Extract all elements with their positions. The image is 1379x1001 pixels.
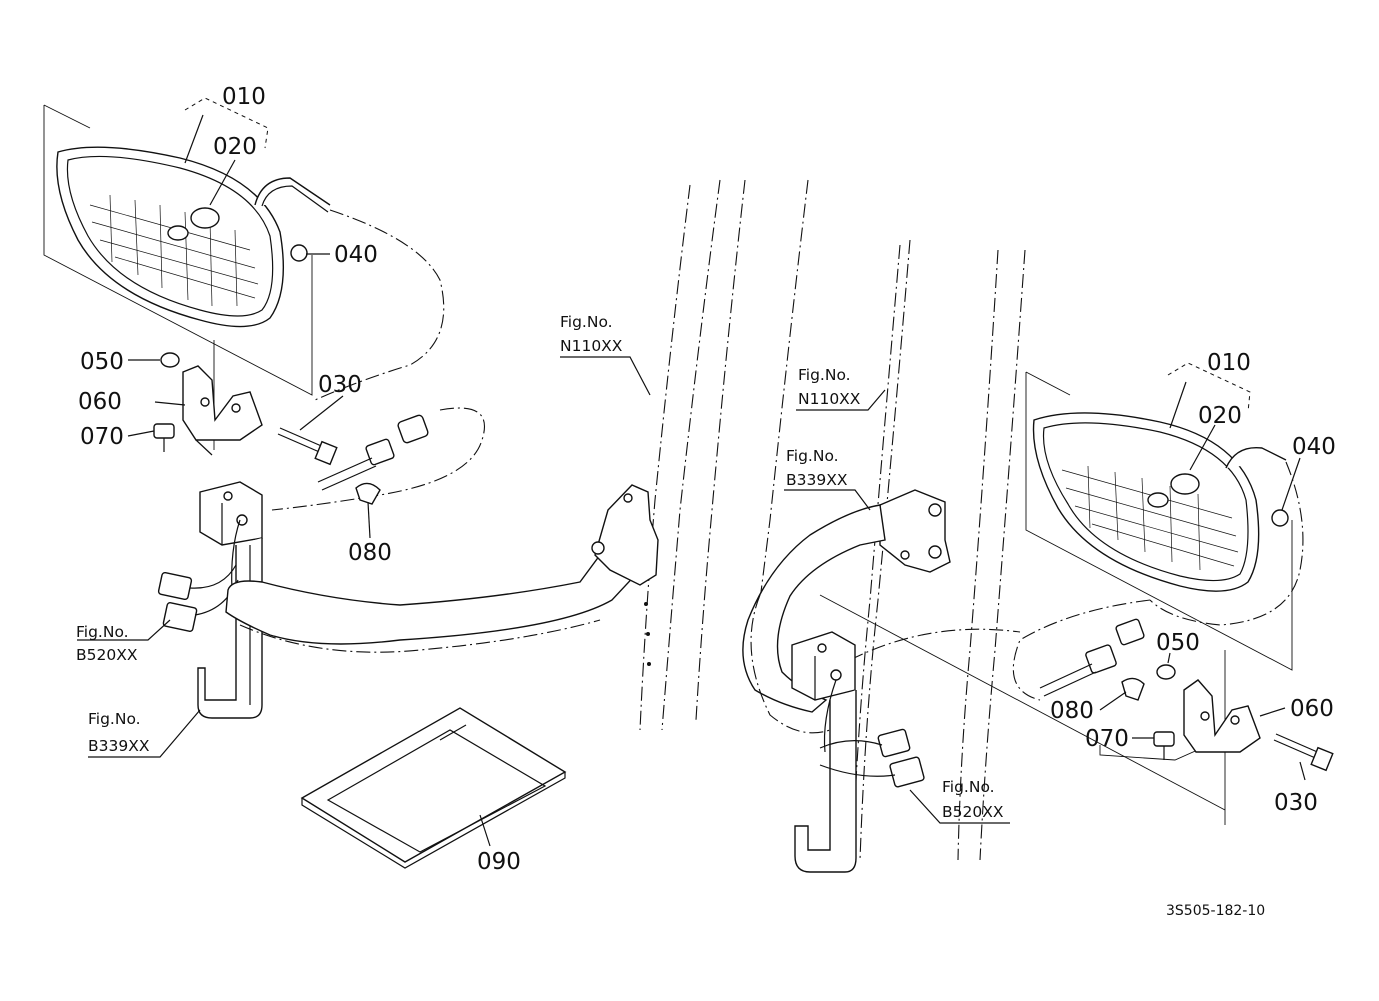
callout-left-040: 040 xyxy=(334,242,378,268)
left-bolt-070 xyxy=(153,423,175,452)
callout-090: 090 xyxy=(477,849,521,875)
ref-right-b520-line1: Fig.No. xyxy=(942,778,995,796)
callout-left-010: 010 xyxy=(222,84,266,110)
right-bracket-060 xyxy=(1183,679,1261,753)
ref-right-b520-line2: B520XX xyxy=(942,803,1004,821)
callout-left-050: 050 xyxy=(80,349,124,375)
drawing-code: 3S505-182-10 xyxy=(1166,903,1265,919)
cab-pillar-right xyxy=(851,239,1026,861)
pillar-holes xyxy=(644,602,651,666)
callout-left-020: 020 xyxy=(213,134,257,160)
callout-left-030: 030 xyxy=(318,372,362,398)
cab-pillar-center xyxy=(591,179,809,731)
ref-left-b339-line1: Fig.No. xyxy=(88,710,141,728)
left-bracket-060 xyxy=(182,365,263,456)
callout-right-080: 080 xyxy=(1050,698,1094,724)
callout-right-070: 070 xyxy=(1085,726,1129,752)
right-lamp-assembly xyxy=(819,371,1334,825)
right-nut-050 xyxy=(1156,664,1176,680)
callout-right-060: 060 xyxy=(1290,696,1334,722)
right-harness-connectors xyxy=(819,679,925,788)
callout-right-030: 030 xyxy=(1274,790,1318,816)
right-star-washer-040 xyxy=(1271,509,1289,527)
left-stay-b339 xyxy=(197,538,263,719)
callout-left-070: 070 xyxy=(80,424,124,450)
ref-left-b339-line2: B339XX xyxy=(88,737,150,755)
right-work-lamp xyxy=(1032,412,1287,592)
ref-right-b339-line1: Fig.No. xyxy=(786,447,839,465)
callout-right-040: 040 xyxy=(1292,434,1336,460)
callout-left-080: 080 xyxy=(348,540,392,566)
callout-right-020: 020 xyxy=(1198,403,1242,429)
ref-left-b520-line2: B520XX xyxy=(76,646,138,664)
ref-left-b520-line1: Fig.No. xyxy=(76,623,129,641)
left-harness-connectors xyxy=(157,519,241,632)
right-stay-b339 xyxy=(791,631,857,873)
right-bolt-070 xyxy=(1153,731,1175,760)
left-mount-block xyxy=(199,481,263,546)
ref-right-n110-line2: N110XX xyxy=(798,390,861,408)
callout-left-060: 060 xyxy=(78,389,122,415)
left-connector-080 xyxy=(317,414,429,505)
left-tube xyxy=(225,544,641,645)
left-nut-050 xyxy=(160,352,180,368)
leader-lines xyxy=(77,97,1306,847)
right-bolt-030 xyxy=(1273,733,1334,772)
right-connector-080 xyxy=(1039,618,1145,701)
left-lamp-assembly xyxy=(43,104,641,719)
ref-right-b339-line2: B339XX xyxy=(786,471,848,489)
left-bolt-030 xyxy=(277,427,338,466)
callout-right-010: 010 xyxy=(1207,350,1251,376)
ref-left-n110-line2: N110XX xyxy=(560,337,623,355)
right-tube xyxy=(742,504,886,713)
operator-manual-090 xyxy=(300,707,567,869)
left-work-lamp xyxy=(56,146,331,328)
callout-right-050: 050 xyxy=(1156,630,1200,656)
left-star-washer-040 xyxy=(290,244,308,262)
ref-left-n110-line1: Fig.No. xyxy=(560,313,613,331)
ref-right-n110-line1: Fig.No. xyxy=(798,366,851,384)
